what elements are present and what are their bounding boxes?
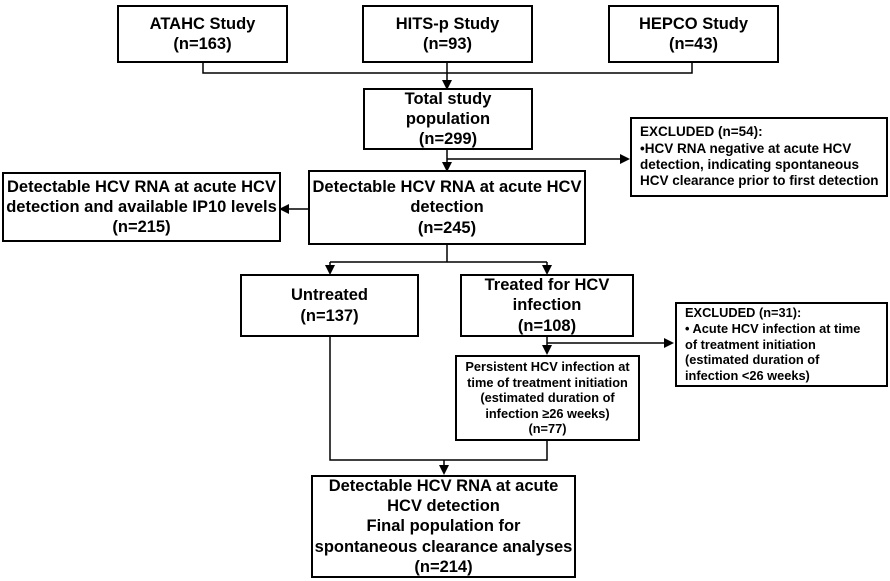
- box-line: Detectable HCV RNA at acute HCV: [7, 177, 276, 196]
- box-line: detection, indicating spontaneous: [640, 157, 860, 172]
- box-line: Persistent HCV infection at: [465, 358, 630, 374]
- box-detectable-ip10: Detectable HCV RNA at acute HCV detectio…: [2, 172, 281, 242]
- connector-untreated-final: [329, 337, 444, 461]
- box-line: Total study: [404, 89, 492, 108]
- box-line: spontaneous clearance analyses: [314, 537, 573, 556]
- box-treated: Treated for HCV infection (n=108): [460, 274, 634, 337]
- box-line: HCV clearance prior to first detection: [640, 173, 879, 189]
- box-line: Final population for: [366, 517, 521, 536]
- box-line: infection ≥26 weeks): [485, 405, 610, 421]
- study-name: HITS-p Study: [395, 14, 500, 33]
- box-line: of treatment initiation: [685, 336, 816, 352]
- connector-persistent-final: [444, 441, 548, 461]
- box-line: time of treatment initiation: [467, 374, 628, 390]
- box-total-population: Total study population (n=299): [363, 88, 533, 150]
- study-count: (n=163): [173, 35, 232, 53]
- box-line: •HCV RNA negative at acute HCV: [640, 140, 852, 156]
- box-line: EXCLUDED (n=31):: [685, 305, 802, 321]
- box-excluded-54: EXCLUDED (n=54): •HCV RNA negative at ac…: [630, 117, 888, 197]
- connector-split: [330, 245, 547, 263]
- box-line: (n=77): [528, 421, 567, 437]
- box-untreated: Untreated (n=137): [240, 274, 419, 337]
- box-detectable-hcv-rna: Detectable HCV RNA at acute HCV detectio…: [308, 170, 586, 245]
- box-hits-p-study: HITS-p Study (n=93): [362, 5, 533, 63]
- box-line: population: [405, 109, 491, 128]
- box-line: (estimated duration of: [480, 390, 615, 406]
- study-count: (n=43): [668, 35, 719, 53]
- box-hepco-study: HEPCO Study (n=43): [608, 5, 779, 63]
- box-line: (estimated duration of: [685, 352, 820, 368]
- study-count: (n=93): [422, 35, 473, 53]
- study-name: HEPCO Study: [638, 14, 749, 33]
- box-line: HCV detection: [387, 497, 500, 516]
- box-line: (n=299): [418, 130, 478, 149]
- box-line: infection <26 weeks): [685, 367, 810, 383]
- box-line: Treated for HCV: [484, 276, 610, 295]
- box-line: detection: [410, 198, 484, 217]
- box-line: detection and available IP10 levels: [6, 197, 277, 216]
- box-line: (n=245): [417, 218, 477, 237]
- box-persistent-infection: Persistent HCV infection at time of trea…: [455, 355, 640, 441]
- study-name: ATAHC Study: [149, 14, 256, 33]
- box-final-population: Detectable HCV RNA at acute HCV detectio…: [311, 475, 576, 578]
- connector-hepco: [447, 63, 693, 74]
- box-line: (n=215): [112, 218, 171, 237]
- box-excluded-31: EXCLUDED (n=31): • Acute HCV infection a…: [675, 302, 888, 387]
- box-line: EXCLUDED (n=54):: [640, 124, 763, 140]
- box-line: infection: [512, 296, 582, 315]
- box-atahc-study: ATAHC Study (n=163): [117, 5, 288, 63]
- box-line: Detectable HCV RNA at acute: [328, 477, 559, 496]
- box-line: (n=137): [300, 306, 359, 325]
- box-line: Untreated: [290, 286, 368, 305]
- box-line: • Acute HCV infection at time: [685, 321, 861, 337]
- box-line: (n=214): [414, 557, 473, 576]
- box-line: (n=108): [517, 316, 577, 335]
- box-line: Detectable HCV RNA at acute HCV: [312, 178, 582, 197]
- connector-atahc: [202, 63, 447, 74]
